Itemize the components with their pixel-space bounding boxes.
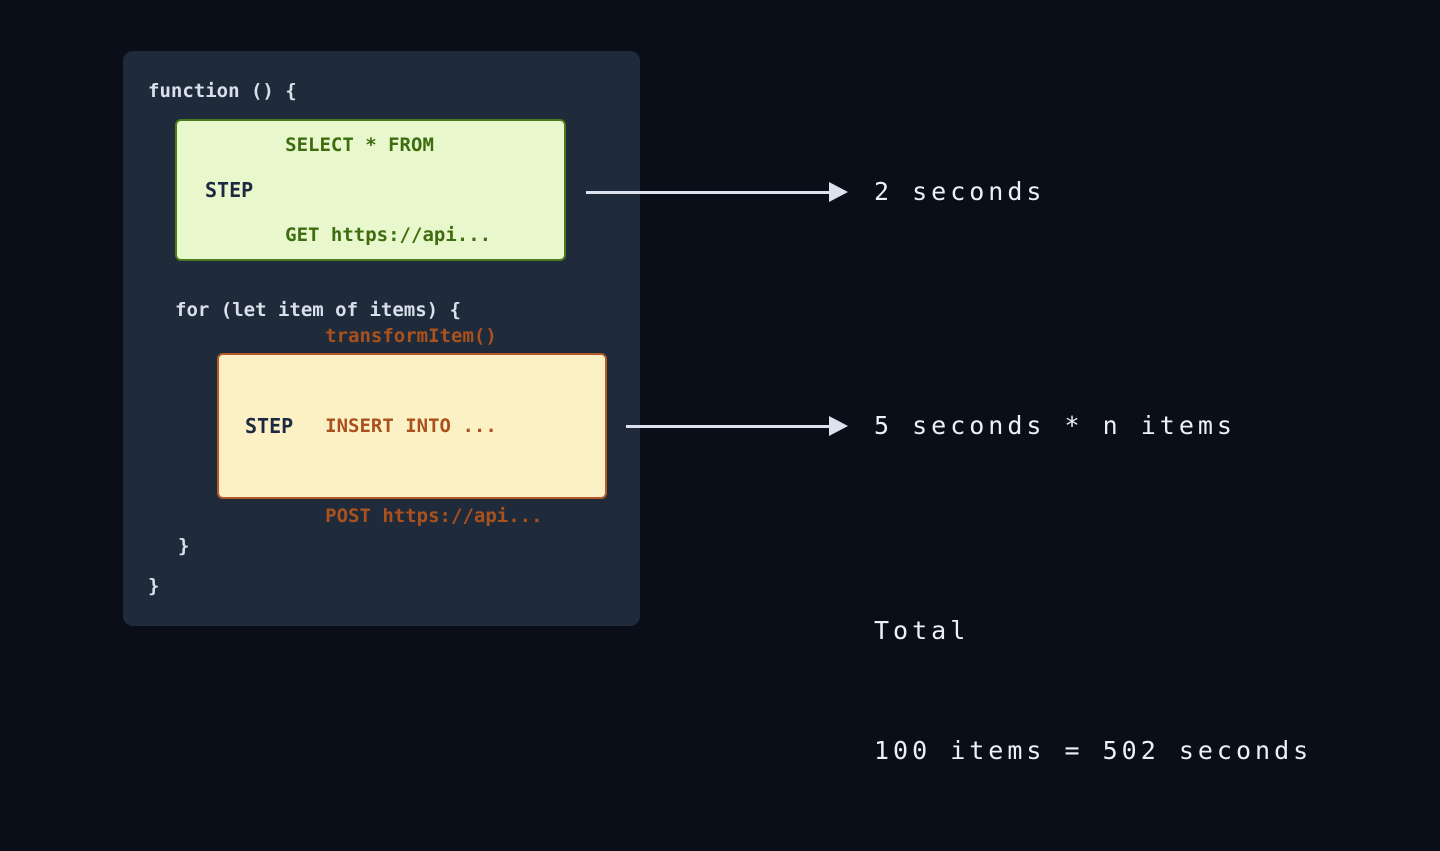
outer-close-brace: } — [148, 575, 160, 597]
step1-code-line-2: GET https://api... — [285, 224, 492, 246]
step2-arrow-shaft — [626, 424, 830, 428]
step2-arrowhead-icon — [829, 416, 848, 436]
step1-code: SELECT * FROM GET https://api... — [285, 70, 491, 310]
step2-duration-annotation: 5 seconds * n items — [874, 411, 1236, 440]
step1-box: STEP SELECT * FROM GET https://api... — [175, 119, 566, 261]
step1-arrow-shaft — [586, 190, 830, 194]
for-open-line: for (let item of items) { — [175, 299, 461, 321]
function-open-line: function () { — [148, 80, 297, 102]
step2-code-line-2: INSERT INTO ... — [325, 415, 497, 437]
step1-duration-annotation: 2 seconds — [874, 177, 1046, 206]
step2-code-line-3: POST https://api... — [325, 505, 543, 527]
total-title: Total — [874, 616, 970, 645]
step2-code: transformItem() INSERT INTO ... POST htt… — [325, 261, 542, 591]
total-block: Total 100 items = 502 seconds — [874, 531, 1312, 851]
step2-code-line-1: transformItem() — [325, 325, 497, 347]
total-calculation: 100 items = 502 seconds — [874, 736, 1313, 765]
step1-arrowhead-icon — [829, 182, 848, 202]
step2-box: STEP transformItem() INSERT INTO ... POS… — [217, 325, 607, 527]
step1-code-line-1: SELECT * FROM — [285, 134, 434, 156]
step2-label: STEP — [245, 414, 294, 438]
step1-label: STEP — [205, 178, 254, 202]
inner-close-brace: } — [178, 535, 190, 557]
